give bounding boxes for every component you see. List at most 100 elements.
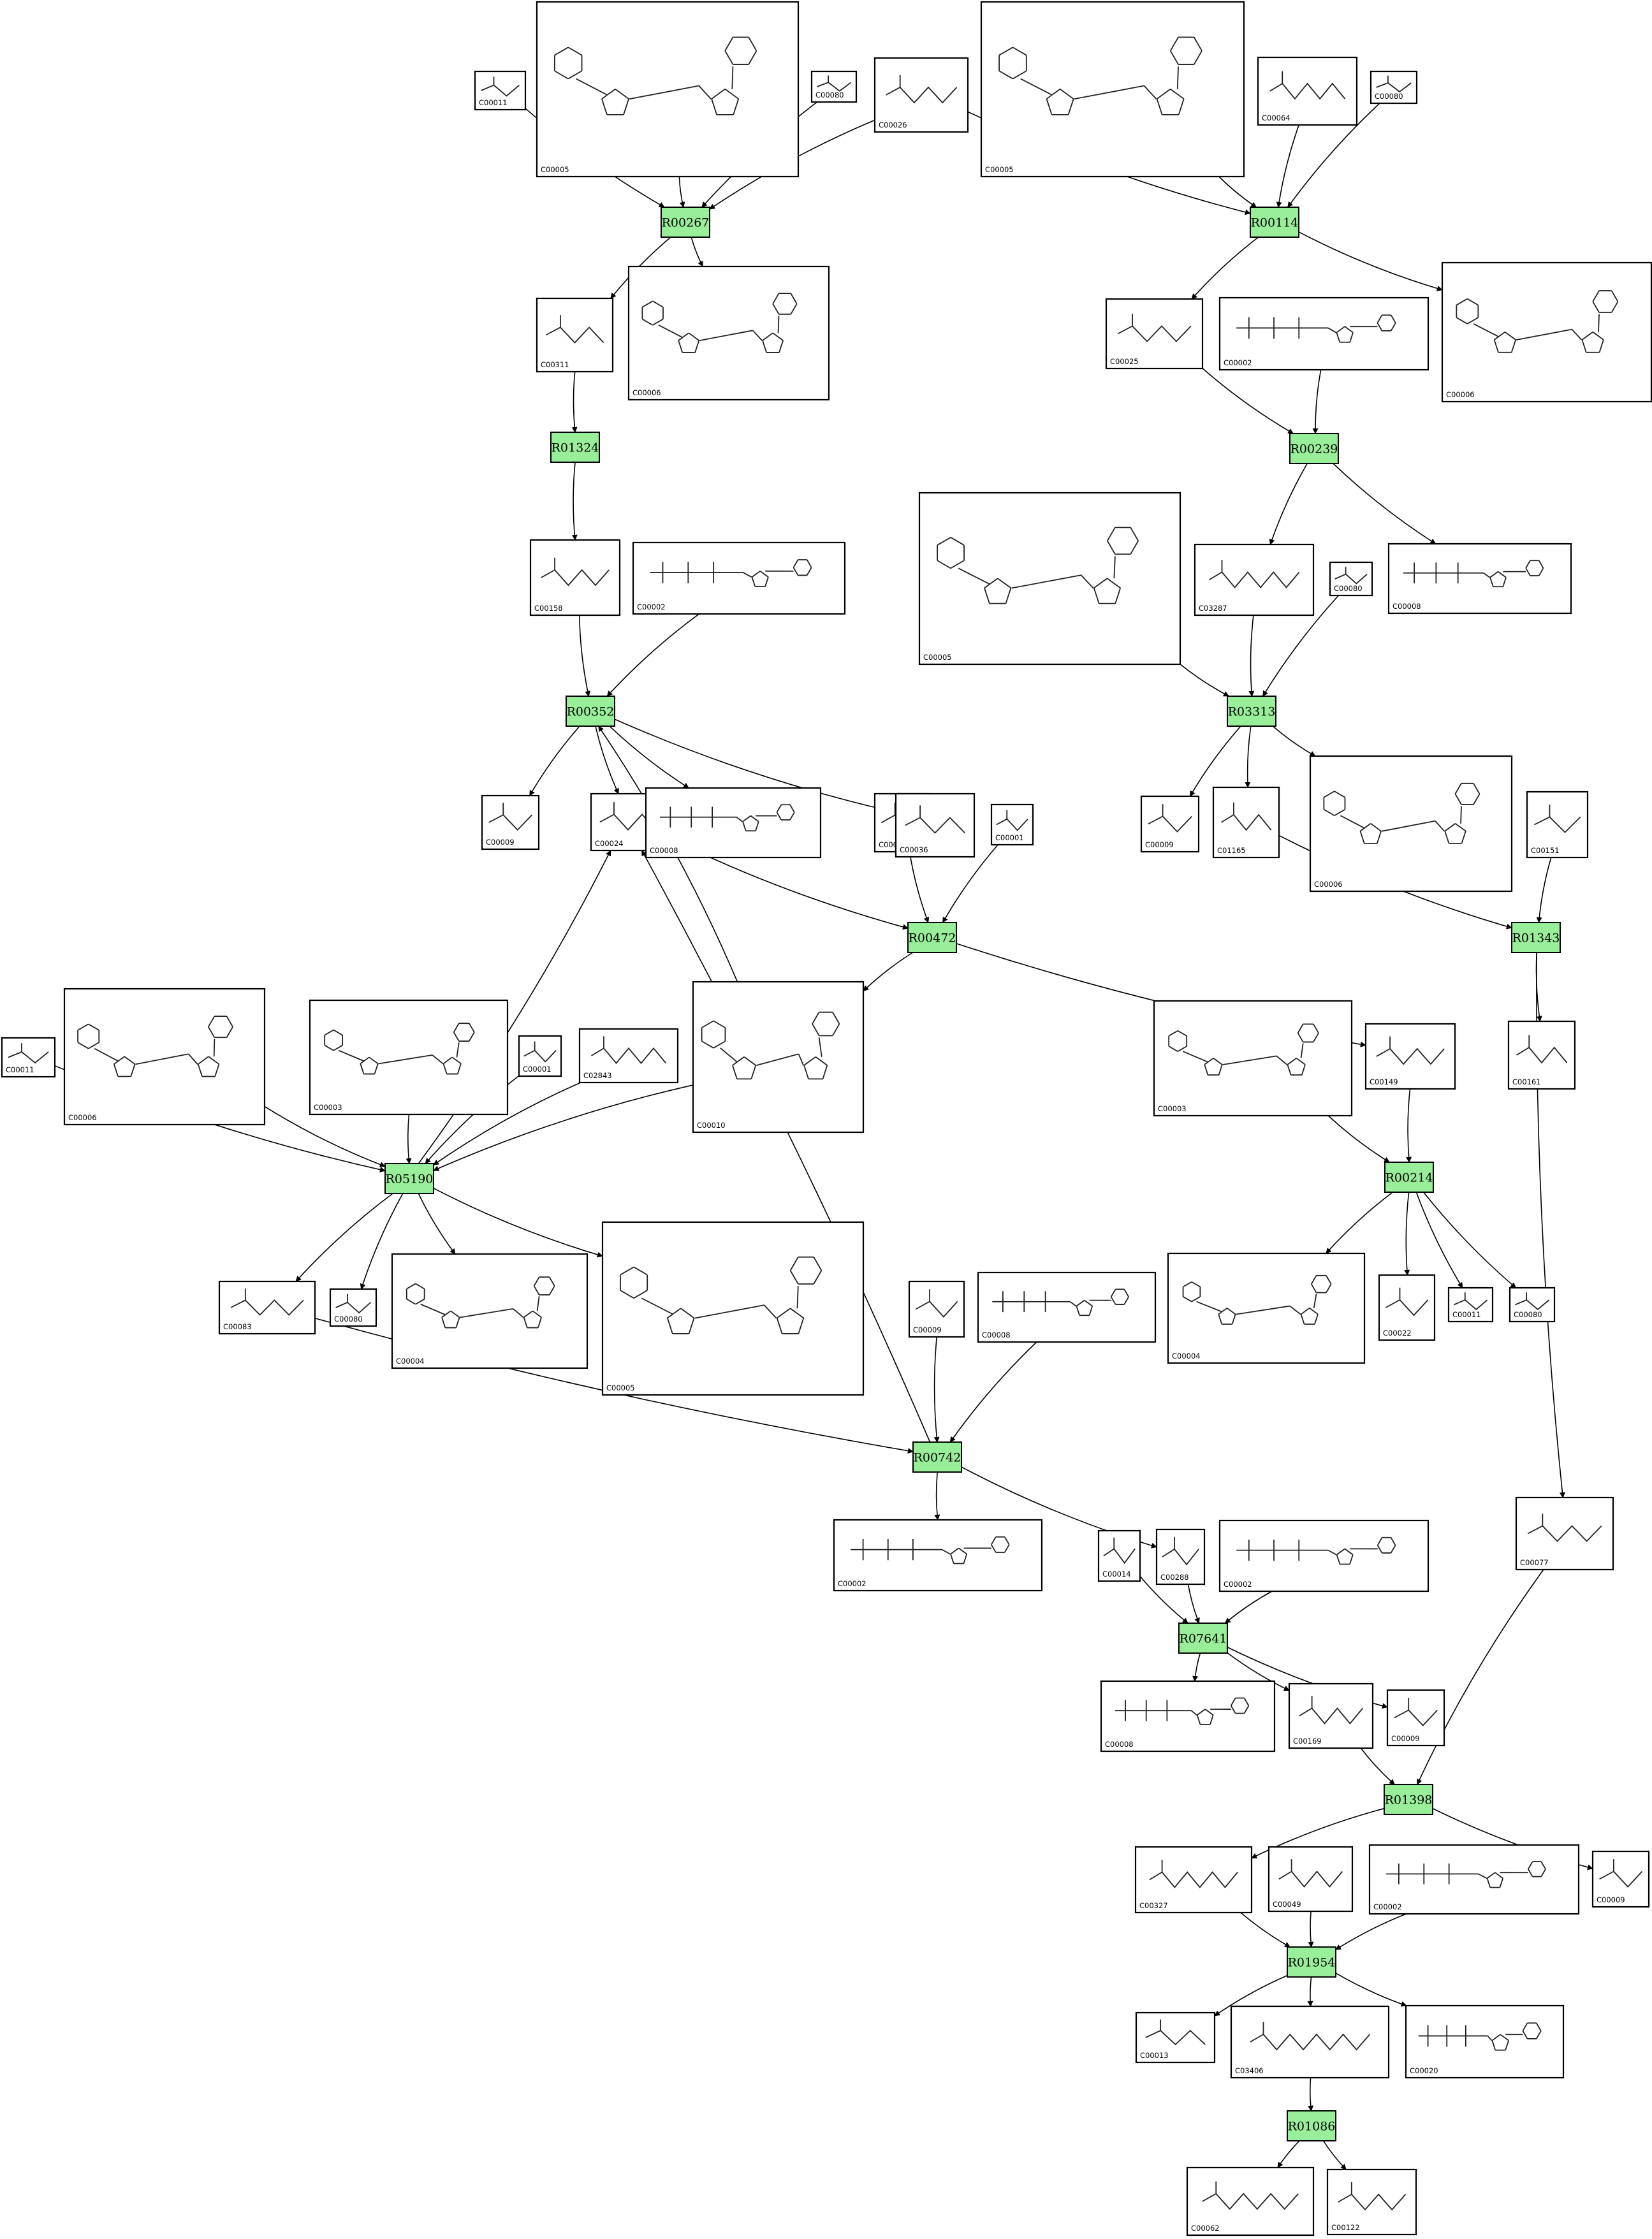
compound-node[interactable]: C00151 (1526, 791, 1589, 859)
structure-drawing (1299, 1696, 1363, 1725)
compound-box (578, 1028, 679, 1084)
compound-node[interactable]: C00009 (1591, 1850, 1650, 1908)
compound-node[interactable]: C00005 (918, 492, 1181, 666)
structure-drawing (324, 1023, 475, 1075)
compound-node[interactable]: C00169 (1288, 1682, 1374, 1749)
compound-node[interactable]: C00080 (1370, 70, 1418, 105)
compound-node[interactable]: C00008 (1100, 1680, 1276, 1753)
compound-node[interactable]: C00062 (1186, 2166, 1315, 2236)
compound-node[interactable]: C00009 (1140, 795, 1200, 853)
compound-node[interactable]: C00049 (1268, 1846, 1354, 1913)
compound-node[interactable]: C00011 (474, 70, 527, 111)
compound-box (977, 1271, 1157, 1343)
reaction-node[interactable]: R00472 (907, 922, 957, 953)
compound-node[interactable]: C00020 (1405, 2004, 1565, 2079)
reaction-node[interactable]: R00742 (912, 1441, 962, 1473)
compound-id-label: C00002 (838, 1579, 866, 1588)
compound-id-label: C00080 (1375, 92, 1403, 101)
reaction-box (1287, 1946, 1336, 1978)
compound-node[interactable]: C03287 (1194, 543, 1315, 616)
compound-node[interactable]: C00064 (1257, 56, 1358, 126)
compound-node[interactable]: C00001 (518, 1035, 562, 1077)
compound-node[interactable]: C00011 (1447, 1287, 1494, 1323)
compound-node[interactable]: C00149 (1364, 1023, 1456, 1090)
reaction-node[interactable]: R07641 (1178, 1623, 1228, 1654)
reaction-node[interactable]: R01324 (550, 432, 600, 463)
structure-drawing (1527, 1513, 1602, 1542)
compound-node[interactable]: C00158 (529, 539, 621, 616)
reaction-node[interactable]: R01343 (1511, 922, 1561, 953)
compound-node[interactable]: C00080 (329, 1288, 377, 1327)
compound-node[interactable]: C01165 (1212, 786, 1280, 859)
compound-node[interactable]: C00311 (536, 297, 614, 373)
compound-node[interactable]: C00327 (1134, 1846, 1253, 1914)
compound-node[interactable]: C00001 (990, 803, 1034, 846)
reaction-edge (1180, 664, 1230, 697)
compound-node[interactable]: C00077 (1515, 1496, 1614, 1571)
compound-node[interactable]: C03406 (1230, 2005, 1390, 2079)
compound-node[interactable]: C00004 (391, 1253, 588, 1369)
compound-node[interactable]: C00005 (980, 1, 1245, 178)
compound-box (536, 297, 614, 373)
compound-node[interactable]: C00010 (692, 981, 865, 1134)
compound-id-label: C00080 (815, 91, 844, 99)
compound-node[interactable]: C00009 (1386, 1689, 1445, 1747)
reaction-node[interactable]: R00239 (1289, 433, 1339, 464)
reaction-edge (433, 1084, 694, 1171)
compound-node[interactable]: C00080 (1509, 1287, 1556, 1323)
structure-drawing (659, 804, 795, 832)
compound-node[interactable]: C00005 (601, 1221, 865, 1396)
compound-node[interactable]: C00011 (1, 1037, 56, 1078)
compound-node[interactable]: C00003 (309, 999, 509, 1116)
compound-node[interactable]: C00004 (1167, 1252, 1366, 1364)
compound-node[interactable]: C00026 (874, 57, 969, 133)
reaction-box (907, 922, 957, 953)
compound-node[interactable]: C00161 (1507, 1020, 1576, 1090)
compound-node[interactable]: C00003 (1153, 1000, 1353, 1117)
compound-node[interactable]: C00009 (481, 794, 540, 850)
compound-node[interactable]: C00288 (1155, 1528, 1206, 1586)
reaction-node[interactable]: R01086 (1287, 2110, 1336, 2141)
structure-drawing (541, 557, 610, 587)
compound-node[interactable]: C00008 (645, 787, 822, 859)
compound-node[interactable]: C02843 (578, 1028, 679, 1084)
compound-node[interactable]: C00002 (1218, 1519, 1429, 1593)
reaction-node[interactable]: R00214 (1384, 1162, 1434, 1193)
compound-node[interactable]: C00013 (1135, 2011, 1216, 2064)
compound-node[interactable]: C00002 (632, 541, 846, 615)
reaction-node[interactable]: R01398 (1384, 1784, 1433, 1815)
compound-node[interactable]: C00002 (1368, 1844, 1580, 1915)
compound-id-label: C00005 (985, 165, 1014, 174)
reaction-node[interactable]: R03313 (1227, 696, 1276, 727)
compound-node[interactable]: C00080 (1329, 561, 1373, 597)
reaction-node[interactable]: R05190 (384, 1163, 434, 1194)
compound-node[interactable]: C00002 (833, 1519, 1043, 1592)
compound-id-label: C00008 (982, 1331, 1011, 1339)
compound-node[interactable]: C00009 (908, 1280, 965, 1338)
compound-node[interactable]: C00006 (63, 988, 266, 1126)
compound-node[interactable]: C00006 (1309, 755, 1513, 893)
compound-id-label: C00025 (1110, 357, 1139, 366)
compound-node[interactable]: C00008 (1387, 543, 1572, 615)
compound-node[interactable]: C00008 (977, 1271, 1157, 1343)
compound-id-label: C00008 (1105, 1740, 1134, 1749)
compound-node[interactable]: C00014 (1097, 1529, 1141, 1582)
compound-node[interactable]: C00002 (1218, 296, 1429, 371)
compound-id-label: C00009 (1597, 1895, 1625, 1904)
compound-node[interactable]: C00036 (895, 792, 976, 858)
compound-node[interactable]: C00122 (1326, 2168, 1417, 2236)
compound-node[interactable]: C00022 (1378, 1274, 1436, 1341)
compound-node[interactable]: C00025 (1105, 298, 1204, 370)
reaction-node[interactable]: R01954 (1287, 1946, 1336, 1978)
compound-node[interactable]: C00006 (627, 265, 830, 401)
reaction-id-label: R00114 (1251, 216, 1299, 230)
compound-node[interactable]: C00080 (810, 70, 858, 103)
compound-node[interactable]: C00083 (218, 1280, 316, 1335)
reaction-node[interactable]: R00352 (566, 696, 615, 727)
compound-node[interactable]: C00006 (1441, 261, 1652, 403)
reaction-node[interactable]: R00267 (661, 207, 710, 238)
compound-box (1257, 56, 1358, 126)
compound-id-label: C00003 (1158, 1104, 1187, 1113)
compound-node[interactable]: C00005 (536, 1, 800, 178)
reaction-node[interactable]: R00114 (1250, 207, 1299, 238)
